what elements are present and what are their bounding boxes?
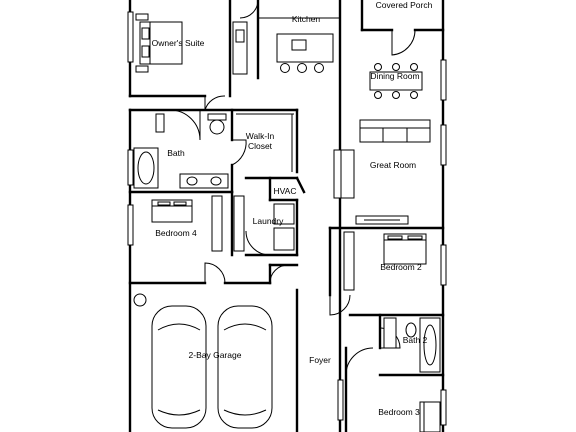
label-dining-room: Dining Room	[370, 71, 420, 81]
bedroom-2-furniture	[343, 231, 427, 291]
label-foyer: Foyer	[309, 355, 331, 365]
label-bedroom-4: Bedroom 4	[155, 228, 197, 238]
label-covered-porch: Covered Porch	[375, 0, 433, 10]
dining-furniture	[369, 63, 423, 99]
kitchen-fixtures	[232, 17, 340, 75]
laundry-fixtures	[233, 195, 295, 252]
label-bedroom-2: Bedroom 2	[380, 262, 422, 272]
bath-2-fixtures	[383, 317, 441, 373]
label-laundry: Laundry	[252, 216, 284, 226]
great-room-furniture	[333, 119, 431, 225]
bedroom-3-furniture	[419, 401, 441, 432]
label-hvac: HVAC	[273, 186, 297, 196]
doors	[169, 0, 416, 376]
label-kitchen: Kitchen	[291, 14, 321, 24]
label-garage: 2-Bay Garage	[188, 350, 242, 360]
bath-fixtures	[133, 113, 229, 189]
bedroom-4-furniture	[151, 195, 223, 252]
label-owners-suite: Owner's Suite	[151, 38, 205, 48]
label-bedroom-3: Bedroom 3	[378, 407, 420, 417]
windows	[127, 11, 447, 426]
label-bath: Bath	[167, 148, 185, 158]
owners-suite-furniture	[135, 13, 183, 73]
label-bath-2: Bath 2	[402, 335, 428, 345]
closet-shelves	[236, 113, 294, 172]
garage-cars	[133, 293, 273, 429]
label-great-room: Great Room	[369, 160, 417, 170]
interior-walls	[128, 0, 445, 432]
label-walk-in-line2: Closet	[247, 141, 273, 151]
label-walk-in-line1: Walk-In	[245, 131, 275, 141]
